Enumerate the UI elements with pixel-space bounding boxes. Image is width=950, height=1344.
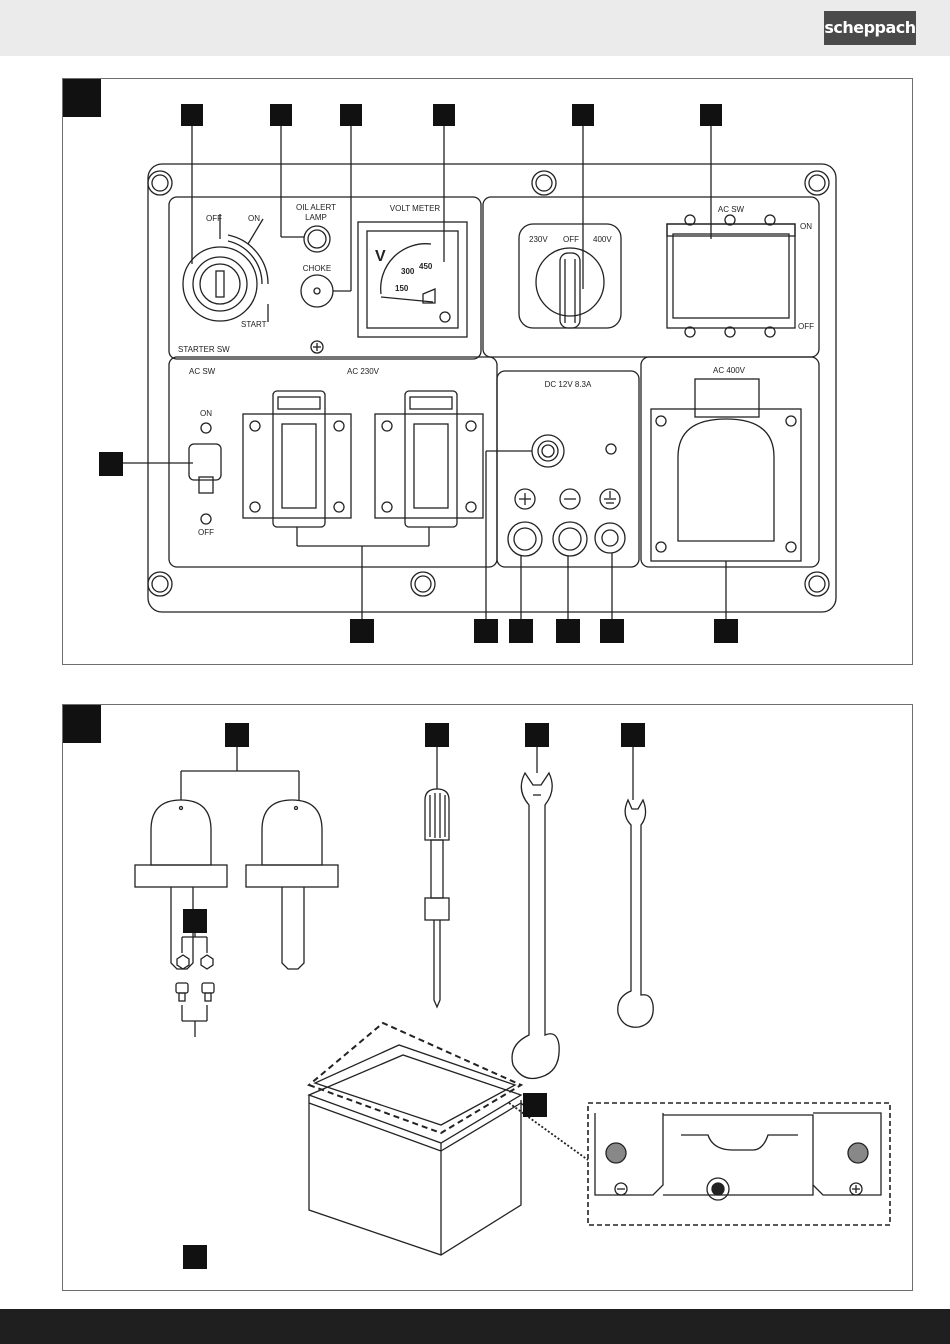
screwdriver (425, 789, 449, 1007)
ac-sw-toggle (189, 423, 221, 524)
ac-main-breaker (667, 215, 795, 337)
ac400-subpanel (641, 357, 819, 567)
label-ac-400v: AC 400V (713, 366, 746, 375)
label-selector-off: OFF (563, 235, 579, 244)
choke-knob (301, 275, 333, 307)
callout-squares (183, 723, 645, 1269)
ac230-socket-left (243, 391, 351, 527)
brand-logo: scheppach (824, 11, 916, 45)
label-choke: CHOKE (303, 264, 331, 273)
meter-tick-300: 300 (401, 267, 415, 276)
label-ac-sw-left-on: ON (200, 409, 212, 418)
label-off: OFF (206, 214, 222, 223)
ac400-socket (651, 379, 801, 561)
battery-bolts (176, 923, 214, 1037)
callout-leaders (181, 747, 633, 1105)
label-ac-sw-top-on: ON (800, 222, 812, 231)
starter-key-switch (183, 214, 268, 322)
label-starter-sw: STARTER SW (178, 345, 230, 354)
selector-subpanel (483, 197, 819, 357)
label-selector-400v: 400V (593, 235, 612, 244)
panel-screw (311, 341, 323, 353)
volt-meter (358, 222, 467, 337)
meter-unit-v: V (375, 248, 386, 265)
figure-number-box (63, 705, 101, 743)
figure-accessories (62, 704, 913, 1291)
label-ac-sw-left-off: OFF (198, 528, 214, 537)
label-ac-sw-left: AC SW (189, 367, 216, 376)
label-ac-230v: AC 230V (347, 367, 380, 376)
label-ac-sw-top: AC SW (718, 205, 745, 214)
label-lamp: LAMP (305, 213, 327, 222)
dc-minus-terminal (553, 489, 587, 556)
ground-terminal (595, 489, 625, 553)
control-panel-diagram: OFF ON START STARTER SW OIL ALERT LAMP C… (63, 79, 912, 664)
battery (309, 1045, 521, 1255)
figure-number-box (63, 79, 101, 117)
panel-outline (148, 164, 836, 612)
page-footer (0, 1309, 950, 1344)
label-ac-sw-top-off: OFF (798, 322, 814, 331)
figure-control-panel: OFF ON START STARTER SW OIL ALERT LAMP C… (62, 78, 913, 665)
label-oil-alert: OIL ALERT (296, 203, 336, 212)
wrench-large (512, 773, 559, 1079)
meter-tick-150: 150 (395, 284, 409, 293)
accessories-diagram (63, 705, 912, 1290)
label-selector-230v: 230V (529, 235, 548, 244)
dc-plus-terminal (508, 489, 542, 556)
plug-right (246, 800, 338, 969)
label-dc: DC 12V 8.3A (545, 380, 592, 389)
page-header: scheppach (0, 0, 950, 56)
wrench-small (618, 800, 653, 1027)
dc-panel-screw (606, 444, 616, 454)
corner-screws (148, 171, 829, 596)
battery-terminal-detail (588, 1103, 890, 1225)
label-on: ON (248, 214, 260, 223)
dc-breaker (532, 435, 564, 467)
plug-left (135, 800, 227, 969)
label-start: START (241, 320, 267, 329)
oil-alert-lamp (304, 226, 330, 252)
label-volt-meter: VOLT METER (390, 204, 441, 213)
meter-tick-450: 450 (419, 262, 433, 271)
ac230-socket-right (375, 391, 483, 527)
